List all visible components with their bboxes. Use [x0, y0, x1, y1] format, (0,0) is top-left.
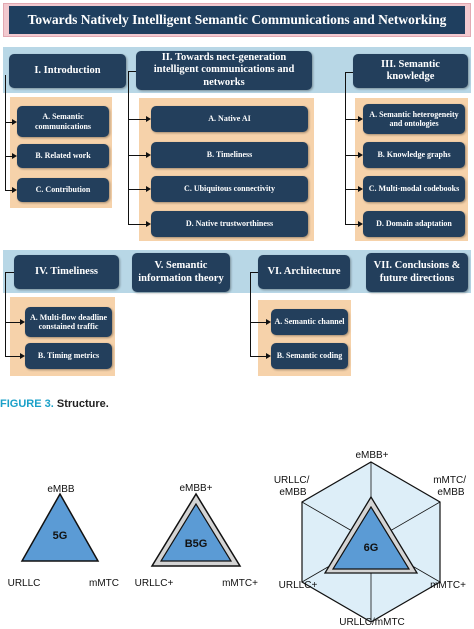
figure-caption-text: Structure.	[56, 398, 109, 410]
arrow-right-icon	[146, 221, 151, 227]
triangle-5g-shape	[20, 492, 100, 562]
triangle-6g-center-label: 6G	[364, 542, 379, 554]
triangle-5g: 5G eMBB URLLC mMTC	[8, 484, 119, 589]
arrow-right-icon	[12, 119, 17, 125]
knowledge-item: D. Domain adaptation	[363, 211, 465, 237]
arrow-right-icon	[12, 153, 17, 159]
next-gen-connector-branch	[128, 224, 146, 225]
triangle-b5g-inner-shape	[159, 502, 233, 562]
timeliness-connector-branch	[5, 356, 20, 357]
next-gen-connector-line	[128, 71, 129, 224]
next-gen-connector-branch	[128, 119, 146, 120]
architecture-connector-line	[250, 272, 251, 356]
triangle-b5g-left-label: URLLC+	[135, 578, 174, 589]
triangle-6g: 6G eMBB+ URLLC/ eMBB mMTC/ eMBB URLLC+ m…	[274, 450, 469, 628]
timeliness-connector-stub	[5, 272, 14, 273]
knowledge-item: B. Knowledge graphs	[363, 142, 465, 168]
hexagon-bottom-label: URLLC/mMTC	[339, 617, 405, 628]
figure-caption: FIGURE 3. Structure.	[0, 398, 109, 410]
section-architecture: VI. Architecture	[258, 255, 350, 289]
next-gen-connector-stub	[128, 71, 136, 72]
arrow-right-icon	[146, 152, 151, 158]
knowledge-item: C. Multi-modal codebooks	[363, 176, 465, 202]
intro-connector-branch	[5, 156, 12, 157]
arrow-right-icon	[146, 186, 151, 192]
intro-item: C. Contribution	[17, 178, 109, 202]
architecture-connector-branch	[250, 322, 266, 323]
arrow-right-icon	[358, 221, 363, 227]
hexagon-bottom-left-label: URLLC+	[279, 580, 318, 591]
intro-connector-branch	[5, 122, 12, 123]
architecture-connector-branch	[250, 356, 266, 357]
knowledge-connector-branch	[345, 224, 358, 225]
hexagon-top-right-label: mMTC/ eMBB	[433, 475, 469, 498]
architecture-connector-stub	[250, 272, 258, 273]
knowledge-connector-branch	[345, 189, 358, 190]
triangle-6g-inner-shape	[331, 505, 411, 570]
timeliness-connector-line	[5, 272, 6, 356]
section-next-gen: II. Towards nect-generation intelligent …	[136, 51, 312, 90]
arrow-right-icon	[266, 353, 271, 359]
architecture-item: B. Semantic coding	[271, 343, 348, 369]
arrow-right-icon	[358, 116, 363, 122]
arrow-right-icon	[266, 319, 271, 325]
timeliness-item: A. Multi-flow deadline constained traffi…	[25, 307, 112, 337]
next-gen-item: D. Native trustworthiness	[151, 211, 308, 237]
next-gen-item: B. Timeliness	[151, 142, 308, 168]
next-gen-item: C. Ubiquitous connectivity	[151, 176, 308, 202]
timeliness-item: B. Timing metrics	[25, 343, 112, 369]
intro-connector-branch	[5, 190, 12, 191]
section-semantic-knowledge: III. Semantic knowledge	[353, 54, 468, 88]
section-conclusions: VII. Conclusions & future directions	[366, 253, 468, 292]
intro-item: A. Semantic communications	[17, 106, 109, 137]
arrow-right-icon	[20, 319, 25, 325]
figure-number: FIGURE 3.	[0, 398, 54, 410]
evolution-triangles-figure: 5G eMBB URLLC mMTC B5G eMBB+ URLLC+ mMTC…	[8, 450, 469, 628]
knowledge-item: A. Semantic heterogeneity and ontologies	[363, 104, 465, 134]
intro-item: B. Related work	[17, 144, 109, 168]
architecture-item: A. Semantic channel	[271, 309, 348, 335]
triangle-b5g: B5G eMBB+ URLLC+ mMTC+	[135, 483, 258, 589]
next-gen-connector-branch	[128, 155, 146, 156]
next-gen-item: A. Native AI	[151, 106, 308, 132]
knowledge-connector-branch	[345, 155, 358, 156]
triangle-5g-left-label: URLLC	[8, 578, 41, 589]
intro-connector-line	[5, 75, 6, 190]
section-semantic-information-theory: V. Semantic information theory	[132, 253, 230, 292]
arrow-right-icon	[20, 353, 25, 359]
arrow-right-icon	[358, 186, 363, 192]
next-gen-connector-branch	[128, 189, 146, 190]
knowledge-connector-branch	[345, 119, 358, 120]
knowledge-connector-stub	[345, 72, 353, 73]
triangle-b5g-right-label: mMTC+	[222, 578, 258, 589]
arrow-right-icon	[12, 187, 17, 193]
section-timeliness: IV. Timeliness	[14, 255, 119, 289]
hexagon-bottom-right-label: mMTC+	[430, 580, 466, 591]
section-introduction: I. Introduction	[9, 54, 126, 88]
arrow-right-icon	[358, 152, 363, 158]
triangle-b5g-center-label: B5G	[185, 538, 208, 550]
triangle-5g-top-label: eMBB	[47, 484, 75, 495]
triangle-5g-center-label: 5G	[53, 530, 68, 542]
triangle-b5g-top-label: eMBB+	[179, 483, 212, 494]
triangle-5g-right-label: mMTC	[89, 578, 119, 589]
hexagon-top-label: eMBB+	[355, 450, 388, 461]
knowledge-connector-line	[345, 72, 346, 224]
arrow-right-icon	[146, 116, 151, 122]
diagram-title: Towards Natively Intelligent Semantic Co…	[9, 6, 465, 34]
timeliness-connector-branch	[5, 322, 20, 323]
hexagon-top-left-label: URLLC/ eMBB	[274, 475, 312, 498]
